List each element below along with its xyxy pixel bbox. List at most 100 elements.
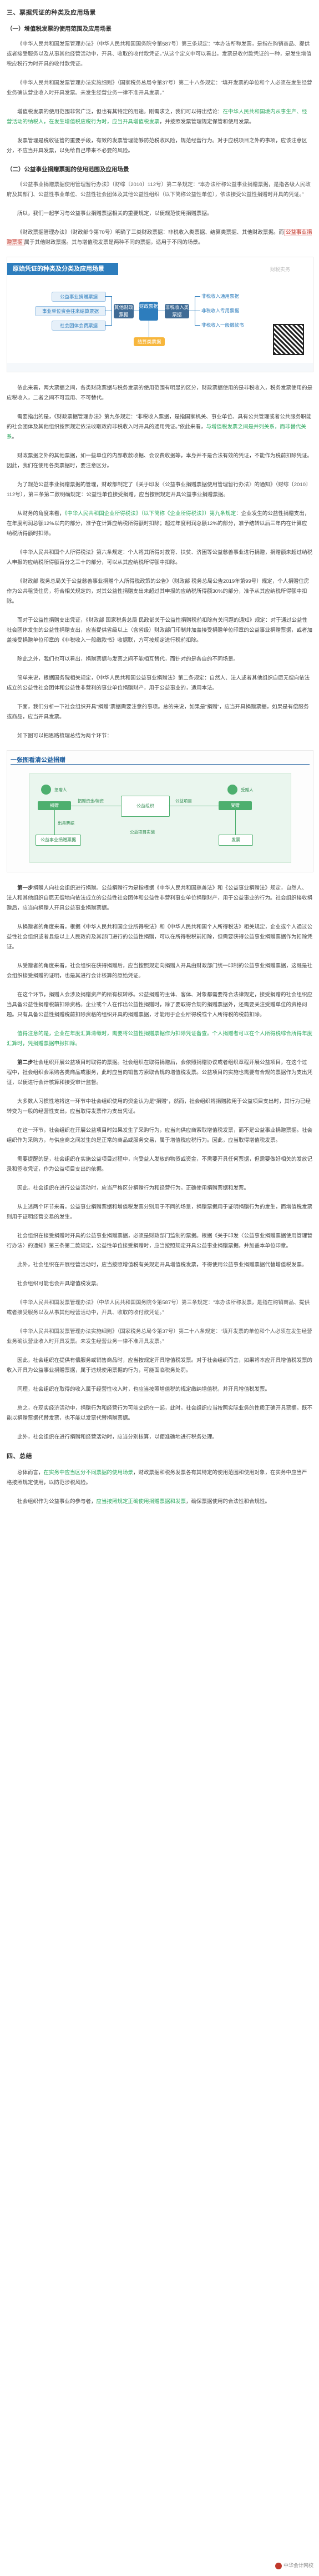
person-icon bbox=[227, 785, 237, 795]
paragraph: 值得注意的是，企业在年度汇算清缴时，需要将公益性捐赠票据作为扣除凭证备查。个人捐… bbox=[7, 1031, 313, 1047]
paragraph: 大多数人习惯性地将这一环节中社会组织使用的资金认为是“捐赠”，然而，社会组织将捐… bbox=[7, 1099, 311, 1115]
center-node: 财政票据 bbox=[139, 302, 158, 321]
qr-code-icon bbox=[273, 324, 304, 355]
paragraph: 因此，社会组织在提供有偿服务或销售商品时，应当按规定开具增值税发票。对于社会组织… bbox=[7, 1357, 313, 1374]
text: 《财政票据管理办法》（财政部令第70号）明确了三类财政票据：非税收入类票据、结算… bbox=[17, 229, 284, 236]
divider bbox=[11, 764, 310, 765]
paragraph: 简单来说，根据国务院相关规定，《中华人民共和国公益事业捐赠法》第二条规定：自然人… bbox=[7, 675, 310, 691]
paragraph: 增值税发票的使用范围非常广泛，但也有其特定的用途。刚需求之，我们可以得出结论：在… bbox=[7, 107, 312, 127]
paragraph: 在这一环节，社会组织在开展公益项目时如果发生了采购行为，应当向供应商索取增值税发… bbox=[7, 1127, 313, 1144]
subsection-heading: （二）公益事业捐赠票据的使用范围及应用场景 bbox=[7, 166, 129, 173]
text: 需要指出的是，《财政票据管理办法》第九条规定：“非税收入票据，是指国家机关、事业… bbox=[7, 414, 312, 430]
paragraph: 下面，我们分析一下社会组织开具“捐赠”票据需要注意的事项。总的来说，如果是“捐赠… bbox=[7, 704, 309, 720]
text: 总体而言， bbox=[17, 1470, 44, 1476]
paragraph: 所以，我们一起学习与公益事业捐赠票据相关的重要规定，以便规范使用捐赠票据。 bbox=[17, 211, 212, 217]
paragraph: 如下图可以把思路梳理总结为两个环节： bbox=[17, 733, 113, 739]
person-icon bbox=[41, 785, 51, 795]
note-label: 公益项目实施 bbox=[130, 830, 155, 835]
paragraph: 第一步捐赠人向社会组织进行捐赠。公益捐赠行为是指根据《中华人民共和国慈善法》和《… bbox=[7, 883, 312, 913]
paragraph: 同理，社会组织在取得的收入属于经营性收入时，也应当按照增值税的规定缴纳增值税，并… bbox=[17, 1386, 271, 1392]
paragraph: 《财政票据管理办法》（财政部令第70号）明确了三类财政票据：非税收入类票据、结算… bbox=[7, 228, 312, 248]
receipt-types-diagram: 原始凭证的种类及分类及应用场景 财税实务 公益事业捐赠票据 事业单位资金往来结算… bbox=[7, 257, 313, 372]
step-node: 捐赠 bbox=[38, 801, 71, 810]
invoice-node: 发票 bbox=[219, 835, 253, 846]
text: 属于其他财政票据。其与增值税发票是两种不同的票据，适用于不同的场景。 bbox=[24, 239, 204, 246]
paragraph: 在这个环节，捐赠人会涉及捐赠资产的所有权转移。公益捐赠的主体、客体、对象都需要符… bbox=[7, 992, 313, 1018]
paragraph: 总体而言，在实务中应当区分不同票据的使用场景，财政票据和税务发票各有其特定的使用… bbox=[7, 1468, 312, 1488]
step-label: 第二步 bbox=[17, 1060, 33, 1066]
left-group: 其他财政票据 bbox=[114, 304, 134, 318]
step-node: 受赠 bbox=[219, 801, 252, 810]
paragraph: 总之，在现实经济活动中，捐赠行为和经营行为可能交织在一起，此时，社会组织应当按照… bbox=[7, 1405, 313, 1421]
left-item: 社会团体会费票据 bbox=[52, 321, 106, 331]
footer-logo: 中华会计网校 bbox=[275, 2562, 313, 2569]
right-item: 非税收入一般缴款书 bbox=[201, 322, 244, 328]
text: 捐赠人向社会组织进行捐赠。公益捐赠行为是指根据《中华人民共和国慈善法》和《公益事… bbox=[7, 885, 313, 911]
paragraph: 财政票据之外的其他票据，如一些单位的内部收款收据、会议费收据等，本身并不是合法有… bbox=[7, 453, 313, 469]
diagram-panel: 捐赠人 捐赠 捐赠资金/物资 公益组织 公益项目 受赠人 受赠 出具票据 公益事… bbox=[29, 773, 291, 863]
right-group: 非税收入类票据 bbox=[165, 304, 189, 318]
right-item: 非税收入专用票据 bbox=[201, 308, 240, 313]
paragraph: 社会组织可能也会开具增值税发票。 bbox=[17, 1281, 102, 1287]
text: ，确保票据使用的合法性和合规性。 bbox=[186, 1499, 271, 1505]
article-content: 三、票据凭证的种类及应用场景 （一）增值税发票的使用范围及应用场景 《中华人民共… bbox=[7, 8, 313, 1516]
highlight-text: 与增值税发票之间是并列关系，而非替代关系 bbox=[7, 424, 306, 440]
paragraph: 因此，社会组织在进行公益活动时，应当严格区分捐赠行为和经营行为，正确使用捐赠票据… bbox=[17, 1185, 250, 1191]
text: 从财务的角度来看， bbox=[17, 511, 65, 517]
paragraph: 《财政部 税务总局关于公益慈善事业捐赠个人所得税政策的公告》（财政部 税务总局公… bbox=[7, 578, 310, 605]
paragraph: 社会组织作为公益事业的参与者，应当按照规定正确使用捐赠票据和发票，确保票据使用的… bbox=[7, 1497, 312, 1507]
donee-label: 受赠人 bbox=[241, 787, 254, 792]
text: 。 bbox=[12, 434, 18, 440]
paragraph: 此外，社会组织在开展经营活动时，应当按照增值税有关规定开具增值税发票，不得使用公… bbox=[17, 1262, 307, 1268]
highlight-text: 在实务中应当区分不同票据的使用场景 bbox=[43, 1470, 134, 1476]
bottom-node: 结算类票据 bbox=[134, 337, 165, 346]
paragraph: 《中华人民共和国发票管理办法》（中华人民共和国国务院令第587号）第三条规定：“… bbox=[7, 41, 312, 67]
right-item: 非税收入通用票据 bbox=[201, 293, 240, 299]
paragraph: 《中华人民共和国发票管理办法实施细则》（国家税务总局令第37号）第二十八条规定：… bbox=[7, 1329, 312, 1345]
diagram-title: 一张图看清公益捐赠 bbox=[11, 757, 65, 763]
paragraph: 《中华人民共和国发票管理办法》（中华人民共和国国务院令第587号）第三条规定：“… bbox=[7, 1300, 310, 1316]
paragraph: 发票管理是税收征管的重要手段，有效的发票管理能够防范税收风险，规范经营行为。对于… bbox=[7, 138, 307, 154]
section-heading: 四、总结 bbox=[7, 1453, 32, 1460]
highlight-text: 应当按照规定正确使用捐赠票据和发票 bbox=[96, 1499, 186, 1505]
paragraph: 此外，社会组织在进行捐赠和经营活动时，应当分别核算，以便准确地进行税务处理。 bbox=[17, 1434, 218, 1440]
paragraph: 依此来看，两大票据之间，各类财政票据与税务发票的使用范围有明显的区分，财政票据使… bbox=[7, 385, 313, 401]
paragraph: 从捐赠者的角度来看，根据《中华人民共和国企业所得税法》和《中华人民共和国个人所得… bbox=[7, 924, 313, 950]
org-node: 公益组织 bbox=[121, 796, 170, 817]
donor-label: 捐赠人 bbox=[54, 787, 67, 792]
text: ，财政票据和税务发票各有其特定的使用范围和使用对象，在实务中应当严格按照规定使用… bbox=[7, 1470, 307, 1486]
brand-watermark: 财税实务 bbox=[270, 267, 290, 272]
paragraph: 社会组织在接受捐赠时开具的公益事业捐赠票据，必须是财政部门监制的票据。根据《关于… bbox=[7, 1233, 313, 1249]
donation-flow-diagram: 一张图看清公益捐赠 捐赠人 捐赠 捐赠资金/物资 公益组织 公益项目 受赠人 受… bbox=[7, 750, 313, 872]
logo-icon bbox=[275, 2562, 282, 2569]
left-item: 公益事业捐赠票据 bbox=[52, 292, 106, 302]
paragraph: 为了规范公益事业捐赠票据的管理，财政部制定了《关于印发〈公益事业捐赠票据使用管理… bbox=[7, 482, 311, 498]
paragraph: 从受赠者的角度来看，社会组织在获得捐赠后，应当按照规定向捐赠人开具由财政部门统一… bbox=[7, 963, 313, 979]
text: ：企业发生的公益性捐赠支出，在年度利润总额12%以内的部分，准予在计算应纳税所得… bbox=[7, 511, 310, 537]
paragraph: 需要提醒的是，社会组织在实施公益项目过程中，向受益人发放的物资或资金，不需要开具… bbox=[7, 1156, 313, 1172]
diagram-title: 原始凭证的种类及分类及应用场景 bbox=[7, 263, 118, 275]
highlight-text: 在中华人民共和国境内从事生产、经营活动的纳税人，在发生增值税应税行为时，应当开具… bbox=[7, 109, 307, 125]
paragraph: 需要指出的是，《财政票据管理办法》第九条规定：“非税收入票据，是指国家机关、事业… bbox=[7, 412, 312, 442]
text: 社会组织开展公益项目时取得的票据。社会组织在取得捐赠后，会依照捐赠协议或者组织章… bbox=[7, 1060, 313, 1086]
paragraph: 第二步社会组织开展公益项目时取得的票据。社会组织在取得捐赠后，会依照捐赠协议或者… bbox=[7, 1058, 312, 1088]
flow-label: 公益项目 bbox=[175, 798, 192, 803]
flow-label: 出具票据 bbox=[58, 821, 74, 826]
text: ，并按照发票管理规定保管和使用发票。 bbox=[159, 119, 255, 125]
paragraph: 除此之外，我们也可以看出，捐赠票据与发票之间不能相互替代，而针对的是各自的不同场… bbox=[17, 656, 239, 662]
flow-label: 捐赠资金/物资 bbox=[78, 798, 104, 803]
step-label: 第一步 bbox=[17, 885, 33, 891]
paragraph: 《公益事业捐赠票据使用管理暂行办法》（财综〔2010〕112号）第二条规定：“本… bbox=[7, 182, 311, 198]
receipt-node: 公益事业捐赠票据 bbox=[36, 835, 81, 846]
text: 社会组织作为公益事业的参与者， bbox=[17, 1499, 97, 1505]
paragraph: 而对于公益性捐赠支出凭证，《财政部 国家税务总局 民政部关于公益性捐赠税前扣除有… bbox=[7, 617, 313, 643]
diagram-footer-bar bbox=[7, 363, 313, 372]
logo-text: 中华会计网校 bbox=[283, 2563, 313, 2568]
text: 增值税发票的使用范围非常广泛，但也有其特定的用途。刚需求之，我们可以得出结论： bbox=[17, 109, 223, 115]
highlight-text: 《中华人民共和国企业所得税法》（以下简称《企业所得税法》）第九条规定 bbox=[64, 511, 236, 517]
left-item: 事业单位资金往来结算票据 bbox=[35, 306, 106, 316]
paragraph: 从财务的角度来看，《中华人民共和国企业所得税法》（以下简称《企业所得税法》）第九… bbox=[7, 509, 312, 539]
paragraph: 从上述两个环节来看，公益事业捐赠票据和增值税发票分别用于不同的场景，捐赠票据用于… bbox=[7, 1204, 313, 1220]
section-heading: 三、票据凭证的种类及应用场景 bbox=[7, 9, 96, 16]
